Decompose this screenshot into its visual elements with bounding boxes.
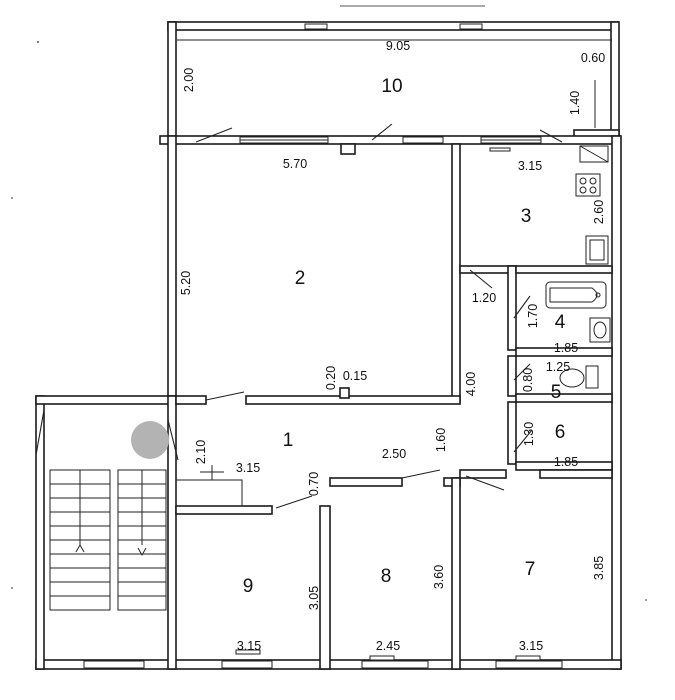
vent-shaft xyxy=(579,145,609,163)
dim-room2-width: 5.70 xyxy=(283,157,307,171)
bathroom-door[interactable] xyxy=(513,295,531,319)
storage-left-wall xyxy=(507,401,517,465)
storage-door[interactable] xyxy=(513,429,533,453)
dim-entry-depth: 2.10 xyxy=(194,440,208,464)
scan-dot xyxy=(11,587,13,589)
dim-balcony-width: 9.05 xyxy=(386,39,410,53)
stair-door-left[interactable] xyxy=(35,409,45,456)
room9-walls xyxy=(175,505,331,670)
room2-right-wall xyxy=(451,143,461,403)
room-7-label: 7 xyxy=(525,559,536,580)
radiator-niche xyxy=(340,143,356,155)
dim-room5-depth: 0.80 xyxy=(521,368,535,392)
room-8-label: 8 xyxy=(381,566,392,587)
dim-room2-depth: 5.20 xyxy=(179,271,193,295)
balcony-window-2 xyxy=(459,23,483,30)
balcony-door-1[interactable] xyxy=(195,127,233,143)
dim-room8-width: 2.45 xyxy=(376,639,400,653)
dim-hall-passage: 1.20 xyxy=(472,291,496,305)
balcony-walls xyxy=(167,21,620,141)
dim-room4-depth: 1.70 xyxy=(526,304,540,328)
room7-radiator xyxy=(515,655,541,661)
bath-left-wall xyxy=(507,265,517,351)
room8-radiator xyxy=(369,655,395,661)
dim-room6-depth: 1.30 xyxy=(522,422,536,446)
room3-radiator xyxy=(489,147,511,152)
dim-balcony-depth: 2.00 xyxy=(182,68,196,92)
balcony-window-1 xyxy=(304,23,328,30)
stair-window xyxy=(83,660,145,669)
wc-door[interactable] xyxy=(513,363,531,381)
dim-room9-door: 0.70 xyxy=(307,472,321,496)
room8-window xyxy=(361,660,429,669)
kitchen-sink-icon xyxy=(585,235,609,265)
dim-room7-width: 3.15 xyxy=(519,639,543,653)
kitchen-door[interactable] xyxy=(469,269,493,289)
dim-room2-niche-width: 0.15 xyxy=(343,369,367,383)
apartment-entry-door[interactable] xyxy=(167,419,179,461)
room2-door[interactable] xyxy=(205,391,245,401)
room9-window xyxy=(221,660,273,669)
room2-bottom-wall-b xyxy=(245,395,461,405)
dim-balcony-notch-depth: 1.40 xyxy=(568,91,582,115)
dim-entry-width: 3.15 xyxy=(236,461,260,475)
toilet-icon xyxy=(559,365,599,389)
room8-walls xyxy=(329,477,461,670)
dim-room3-width: 3.15 xyxy=(518,159,542,173)
staircase xyxy=(49,469,167,611)
room2-bottom-wall-a xyxy=(175,395,207,405)
room-1-label: 1 xyxy=(283,430,294,451)
stove-icon xyxy=(575,173,601,197)
room-4-label: 4 xyxy=(555,312,566,333)
dim-room4-width: 1.85 xyxy=(554,341,578,355)
dim-room6-width: 1.85 xyxy=(554,455,578,469)
bathroom-sink-icon xyxy=(589,317,611,343)
room2-niche xyxy=(339,387,350,399)
room-3-label: 3 xyxy=(521,206,532,227)
dim-room7-depth: 3.85 xyxy=(592,556,606,580)
dim-room8-depth: 3.60 xyxy=(432,565,446,589)
dim-hall-width: 2.50 xyxy=(382,447,406,461)
room-10-label: 10 xyxy=(381,76,402,97)
scan-dot xyxy=(11,197,13,199)
bathtub-icon xyxy=(545,281,607,309)
room-6-label: 6 xyxy=(555,422,566,443)
bathroom-walls xyxy=(515,265,613,357)
dim-balcony-notch-width: 0.60 xyxy=(581,51,605,65)
dim-room9-depth: 3.05 xyxy=(307,586,321,610)
room8-door[interactable] xyxy=(401,469,441,479)
marker-dot xyxy=(131,421,169,459)
wc-left-wall xyxy=(507,355,517,397)
room-9-label: 9 xyxy=(243,576,254,597)
room7-walls xyxy=(459,469,613,479)
room7-window xyxy=(495,660,563,669)
dim-room9-width: 3.15 xyxy=(237,639,261,653)
scan-dot xyxy=(37,41,39,43)
entry-closet xyxy=(175,479,243,507)
wc-bottom-wall xyxy=(515,393,613,403)
room2-window-2 xyxy=(402,136,444,144)
balcony-door-2[interactable] xyxy=(371,123,393,141)
dim-corridor-width: 1.60 xyxy=(434,428,448,452)
scan-dot xyxy=(645,599,647,601)
dim-room5-width: 1.25 xyxy=(546,360,570,374)
dim-room2-niche-depth: 0.20 xyxy=(324,366,338,390)
room3-bottom-wall xyxy=(459,265,515,274)
room7-door[interactable] xyxy=(465,475,505,491)
balcony-door-3[interactable] xyxy=(539,129,563,143)
room-5-label: 5 xyxy=(551,382,562,403)
dim-corridor-length: 4.00 xyxy=(464,372,478,396)
room9-radiator xyxy=(235,649,261,655)
dim-room3-depth: 2.60 xyxy=(592,200,606,224)
room-2-label: 2 xyxy=(295,268,306,289)
room9-door[interactable] xyxy=(275,495,313,509)
